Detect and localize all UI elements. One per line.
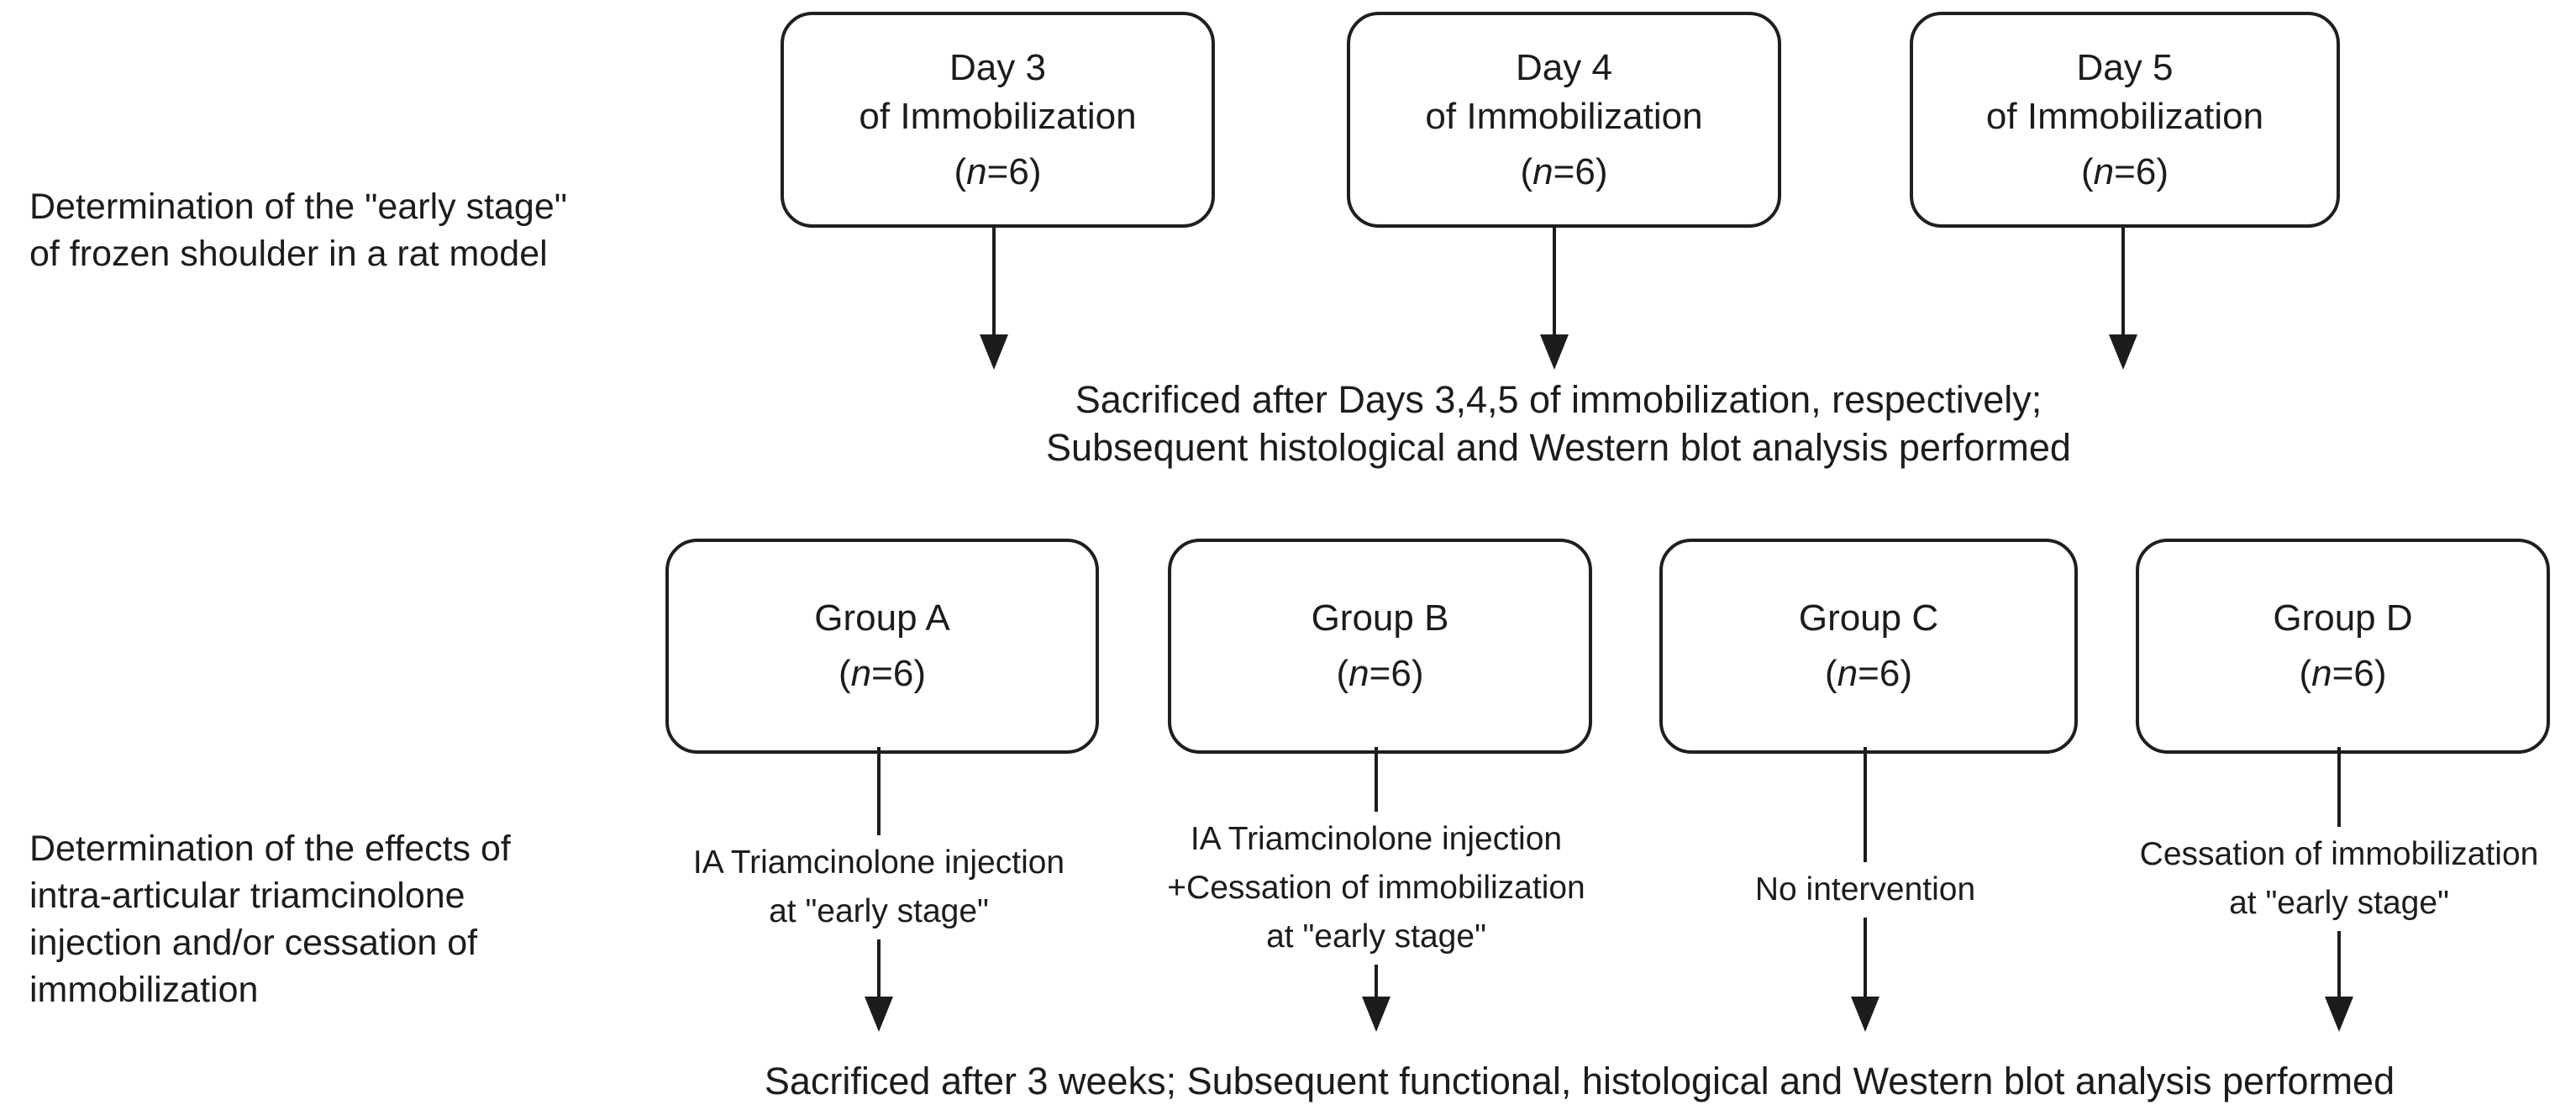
arrow-shaft bbox=[2121, 224, 2125, 338]
phase1-side-label: Determination of the "early stage" of fr… bbox=[29, 183, 567, 277]
group-a-intervention-line2: at "early stage" bbox=[769, 893, 989, 929]
box-day3: Day 3 of Immobilization (n=6) bbox=[781, 12, 1215, 228]
box-group-b-sample-size: (n=6) bbox=[1336, 653, 1424, 694]
phase2-side-label-line4: immobilization bbox=[29, 970, 259, 1010]
phase2-side-label: Determination of the effects of intra-ar… bbox=[29, 825, 511, 1013]
box-day5-line2: of Immobilization bbox=[1985, 95, 2264, 137]
group-a-intervention-label: IA Triamcinolone injection at "early sta… bbox=[681, 835, 1077, 939]
arrow-day4-down bbox=[1538, 224, 1571, 370]
group-b-intervention-line1: IA Triamcinolone injection bbox=[1190, 821, 1563, 857]
box-group-c: Group C (n=6) bbox=[1659, 539, 2078, 754]
group-b-intervention-label: IA Triamcinolone injection +Cessation of… bbox=[1155, 812, 1597, 965]
arrowhead-icon bbox=[2109, 334, 2137, 370]
arrow-shaft bbox=[992, 224, 996, 338]
box-group-a: Group A (n=6) bbox=[665, 539, 1099, 754]
box-group-b: Group B (n=6) bbox=[1168, 539, 1592, 754]
box-day4-line2: of Immobilization bbox=[1425, 95, 1703, 137]
arrow-day3-down bbox=[977, 224, 1011, 370]
box-day3-sample-size: (n=6) bbox=[954, 150, 1042, 192]
box-day5-sample-size: (n=6) bbox=[2081, 150, 2169, 192]
group-b-intervention-line3: at "early stage" bbox=[1266, 918, 1486, 955]
arrowhead-icon bbox=[2325, 997, 2353, 1032]
box-group-b-title: Group B bbox=[1311, 597, 1449, 639]
phase1-side-label-line1: Determination of the "early stage" bbox=[29, 187, 568, 227]
phase2-outcome: Sacrificed after 3 weeks; Subsequent fun… bbox=[764, 1060, 2395, 1102]
group-d-intervention-line2: at "early stage" bbox=[2229, 885, 2449, 921]
box-day3-line1: Day 3 bbox=[949, 46, 1046, 88]
arrowhead-icon bbox=[1851, 997, 1879, 1032]
arrow-shaft bbox=[1553, 224, 1556, 338]
box-day4-sample-size: (n=6) bbox=[1520, 150, 1608, 192]
phase2-side-label-line3: injection and/or cessation of bbox=[29, 923, 478, 963]
group-b-intervention-line2: +Cessation of immobilization bbox=[1167, 870, 1585, 906]
box-day4: Day 4 of Immobilization (n=6) bbox=[1347, 12, 1781, 228]
box-group-d: Group D (n=6) bbox=[2136, 539, 2550, 754]
arrowhead-icon bbox=[1540, 334, 1569, 370]
box-day3-line2: of Immobilization bbox=[859, 95, 1137, 137]
group-c-intervention-label: No intervention bbox=[1743, 862, 1988, 918]
box-group-a-title: Group A bbox=[814, 597, 950, 639]
group-d-intervention-line1: Cessation of immobilization bbox=[2139, 836, 2539, 872]
box-group-c-title: Group C bbox=[1798, 597, 1939, 639]
phase1-side-label-line2: of frozen shoulder in a rat model bbox=[29, 234, 548, 274]
box-group-c-sample-size: (n=6) bbox=[1825, 653, 1912, 694]
box-day5: Day 5 of Immobilization (n=6) bbox=[1910, 12, 2340, 228]
group-a-intervention-line1: IA Triamcinolone injection bbox=[692, 844, 1065, 881]
phase1-outcome-line1: Sacrificed after Days 3,4,5 of immobiliz… bbox=[1075, 378, 2042, 421]
box-day4-line1: Day 4 bbox=[1516, 46, 1612, 88]
box-group-d-sample-size: (n=6) bbox=[2299, 653, 2387, 694]
phase2-side-label-line1: Determination of the effects of bbox=[29, 829, 511, 869]
arrowhead-icon bbox=[865, 997, 893, 1032]
arrowhead-icon bbox=[980, 334, 1008, 370]
group-c-intervention-line1: No intervention bbox=[1754, 871, 1976, 907]
box-group-a-sample-size: (n=6) bbox=[839, 653, 926, 694]
phase2-side-label-line2: intra-articular triamcinolone bbox=[29, 876, 465, 916]
phase1-outcome-line2: Subsequent histological and Western blot… bbox=[1046, 426, 2071, 469]
phase1-outcome: Sacrificed after Days 3,4,5 of immobiliz… bbox=[802, 376, 2315, 471]
box-day5-line1: Day 5 bbox=[2076, 46, 2174, 88]
arrowhead-icon bbox=[1362, 997, 1391, 1032]
box-group-d-title: Group D bbox=[2273, 597, 2413, 639]
group-d-intervention-label: Cessation of immobilization at "early st… bbox=[2127, 827, 2551, 931]
arrow-day5-down bbox=[2106, 224, 2140, 370]
